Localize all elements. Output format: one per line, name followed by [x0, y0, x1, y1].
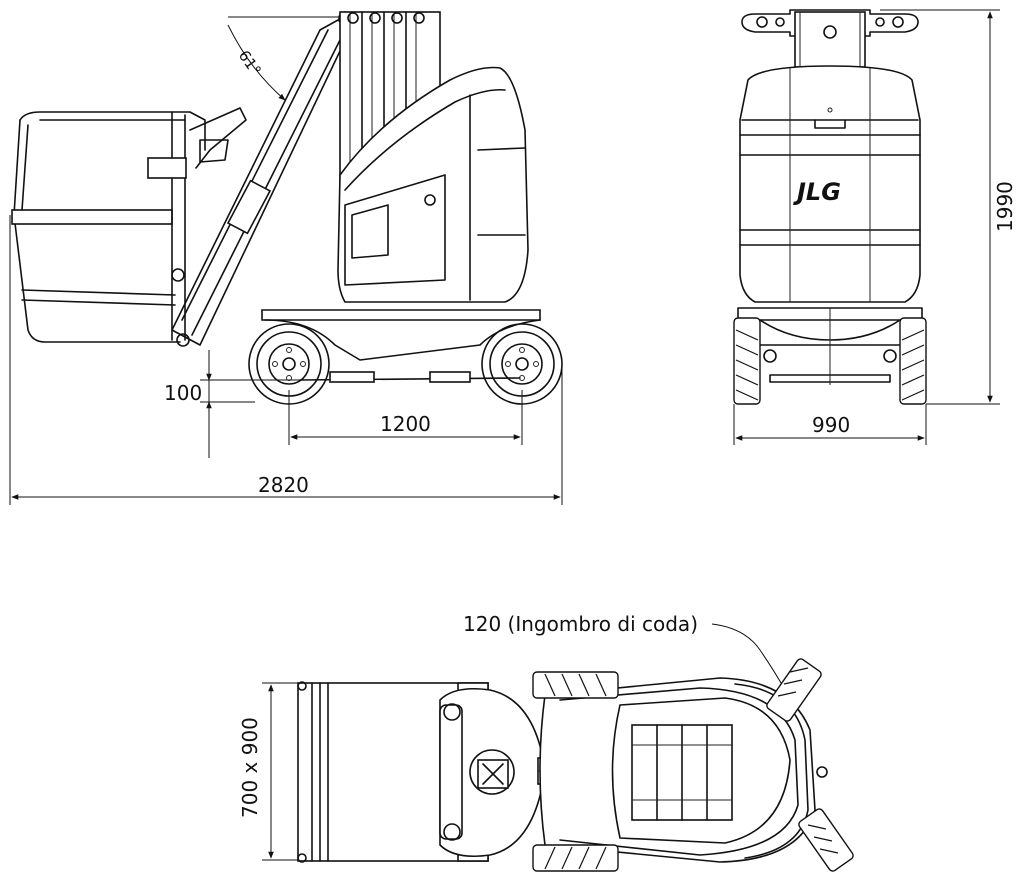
dimension-wheelbase: 1200: [288, 390, 523, 445]
wheelbase-value: 1200: [380, 412, 431, 436]
ground-clearance-value: 100: [164, 381, 202, 405]
chassis-frame: [261, 309, 541, 383]
rear-base: [737, 307, 923, 385]
jlg-logo: JLG: [793, 178, 841, 206]
tail-swing-annotation: 120 (Ingombro di coda): [463, 612, 786, 691]
boom-arm: [171, 11, 352, 347]
rear-left-tyre: [733, 317, 761, 405]
height-value: 1990: [993, 181, 1017, 232]
total-length-value: 2820: [258, 473, 309, 497]
side-view: 61°: [9, 11, 563, 505]
dimension-width: 990: [733, 404, 927, 445]
rear-top-guard: [741, 9, 919, 68]
top-rear-left-tyre: [766, 658, 822, 722]
top-front-right-tyre: [532, 844, 619, 872]
dimension-platform: 700 x 900: [238, 682, 300, 861]
control-head: [439, 687, 546, 858]
dimension-height: 1990: [880, 9, 1017, 405]
width-value: 990: [812, 413, 850, 437]
top-view: 120 (Ingombro di coda) 700 x 900: [238, 612, 854, 872]
top-rear-right-tyre: [798, 808, 854, 872]
chassis-cover: [337, 66, 529, 303]
dimension-total-length: 2820: [9, 215, 563, 505]
platform-dim-value: 700 x 900: [238, 717, 262, 818]
platform-basket: [11, 107, 247, 343]
tail-swing-label: 120 (Ingombro di coda): [463, 612, 698, 636]
rear-right-tyre: [899, 317, 927, 405]
rear-view: JLG: [733, 9, 1017, 445]
top-front-left-tyre: [532, 671, 619, 699]
dimension-ground-clearance: 100: [164, 350, 300, 458]
rear-body: JLG: [739, 65, 921, 303]
chassis-top: [539, 677, 828, 863]
